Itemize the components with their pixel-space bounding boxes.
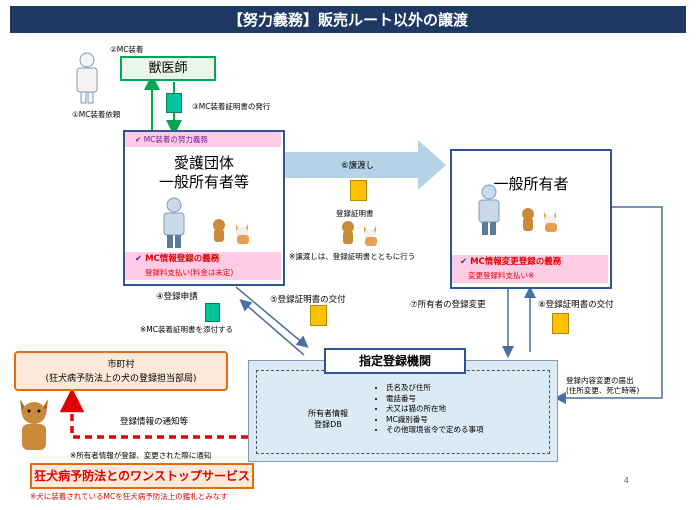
transfer-doc-label: 登録証明書 (336, 209, 374, 218)
transfer-dog-icon (340, 219, 356, 245)
registry-item-list: 氏名及び住所 電話番号 犬又は猫の所在地 MC識別番号 その他環境省令で定める事… (372, 383, 484, 436)
check-mark: ✔ (135, 135, 142, 144)
owner-person-icon (475, 184, 503, 236)
dog-icon (210, 217, 228, 243)
mc-certificate-label: ③MC装着証明書の発行 (192, 102, 271, 111)
issue8-doc-icon (552, 313, 569, 334)
issue5-label: ⑤登録証明書の交付 (270, 295, 346, 305)
shelter-duty-bottom: ✔ MC情報登録の義務 登録料支払い(料金は未定) (125, 252, 281, 280)
issue8-label: ⑧登録証明書の交付 (538, 300, 614, 310)
vet-box: 獣医師 (120, 56, 216, 81)
onestop-box: 狂犬病予防法とのワンストップサービス (30, 463, 254, 489)
owner-cat-icon (540, 208, 562, 232)
onestop-note: ※犬に装着されているMCを狂犬病予防法上の鑑札とみなす (30, 492, 228, 501)
owner-duty: ✔ MC情報変更登録の義務 変更登録料支払い※ (452, 255, 608, 283)
cat-icon (232, 220, 254, 244)
municipality-box: 市町村 (狂犬病予防法上の犬の登録担当部局) (14, 351, 228, 391)
notify-note: ※所有者情報が登録、変更された際に通知 (70, 451, 212, 460)
shelter-person-icon (160, 197, 188, 249)
mc-install-label: ②MC装着 (110, 45, 144, 54)
list-item: その他環境省令で定める事項 (386, 425, 484, 436)
shelter-duty-top: ✔ MC装着の努力義務 (125, 132, 281, 147)
owner-name: 一般所有者 (493, 175, 569, 193)
list-item: 犬又は猫の所在地 (386, 404, 484, 415)
municipality-dog-icon (14, 393, 54, 451)
mc-certificate-doc-icon (166, 93, 182, 113)
registry-db-label: 所有者情報 登録DB (308, 409, 348, 429)
transfer-label: ⑥譲渡し (341, 161, 375, 171)
apply-doc-icon (205, 303, 220, 322)
transfer-doc-icon (350, 180, 367, 201)
vet-label: 獣医師 (148, 61, 188, 76)
page-title: 【努力義務】販売ルート以外の譲渡 (10, 6, 686, 33)
transfer-cat-icon (360, 222, 382, 246)
shelter-name: 愛護団体 一般所有者等 (158, 154, 249, 191)
owner-dog-icon (520, 206, 536, 232)
apply-arrow (235, 286, 309, 348)
registry-panel (248, 360, 558, 462)
transfer-arrow (285, 140, 446, 190)
list-item: 電話番号 (386, 394, 484, 405)
change7-label: ⑦所有者の登録変更 (410, 300, 486, 310)
page-number: 4 (624, 476, 629, 485)
mc-request-label: ①MC装着依頼 (72, 110, 121, 119)
vet-person-icon (74, 52, 100, 104)
issue5-arrow (239, 299, 305, 356)
registry-title: 指定登録機関 (324, 348, 466, 374)
list-item: 氏名及び住所 (386, 383, 484, 394)
transfer-note: ※譲渡しは、登録証明書とともに行う (289, 252, 416, 261)
issue5-doc-icon (310, 305, 327, 326)
apply-note: ※MC装着証明書を添付する (140, 325, 233, 334)
apply-label: ④登録申請 (156, 292, 198, 302)
change-notice-label: 登録内容変更の届出 (住所変更、死亡時等) (566, 376, 640, 395)
list-item: MC識別番号 (386, 415, 484, 426)
change-notice-arrow (554, 206, 663, 404)
notify-label: 登録情報の通知等 (120, 417, 189, 427)
